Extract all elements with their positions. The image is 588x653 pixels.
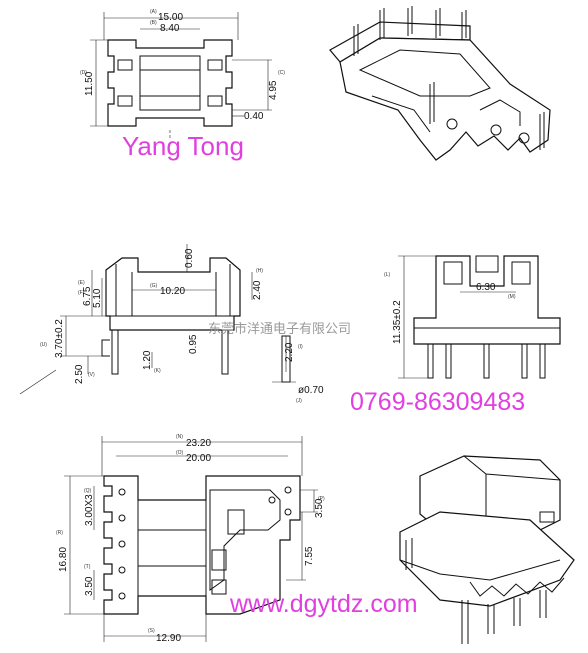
brand-name: Yang Tong	[122, 131, 244, 161]
side-pin-dia: ø0.70	[298, 385, 324, 396]
bottom-label-n: (N)	[176, 434, 183, 440]
top-slot: 0.40	[244, 111, 264, 122]
side-pin-len: 1.20	[142, 350, 153, 370]
top-label-d: (D)	[80, 70, 87, 76]
brand-website: www.dgytdz.com	[230, 590, 418, 618]
side-view: 0.60 (G) 10.20 (E) (F) 6.75 5.10 (H) 2.4…	[19, 244, 324, 404]
side-inner-width: 10.20	[160, 286, 185, 297]
end-label-m: (M)	[508, 294, 516, 300]
bottom-label-o: (O)	[176, 450, 184, 456]
bottom-width: 12.90	[156, 633, 181, 644]
side-pin-off: 0.95	[188, 334, 199, 354]
side-label-e: (E)	[78, 280, 85, 286]
side-label-g: (G)	[150, 283, 158, 289]
top-view: (A) 15.00 (B) 8.40 (D) 11.50 (C) 4.95 0.…	[80, 9, 285, 140]
bottom-height: 16.80	[58, 547, 69, 572]
side-top-gap: 0.60	[184, 248, 195, 268]
bottom-label-p: (P)	[318, 496, 325, 502]
top-label-b: (B)	[150, 20, 157, 26]
side-right-h: 2.40	[252, 280, 263, 300]
bottom-right-pitch: 3.50	[314, 498, 325, 518]
top-label-a: (A)	[150, 9, 157, 15]
side-height-e: 6.75	[82, 286, 93, 306]
top-width-outer: 15.00	[158, 12, 183, 23]
bottom-label-r: (R)	[56, 530, 63, 536]
bottom-pitch: 3.00X3	[84, 494, 95, 526]
bottom-label-s: (S)	[148, 628, 155, 634]
end-height: 11.35±0.2	[392, 300, 403, 344]
top-pin-gap: 4.95	[268, 80, 279, 100]
bottom-inner: 20.00	[186, 453, 211, 464]
top-width-inner: 8.40	[160, 23, 180, 34]
bottom-pin-space: 3.50	[84, 576, 95, 596]
bottom-overall: 23.20	[186, 438, 211, 449]
side-label-v: (V)	[88, 372, 95, 378]
side-label-k: (K)	[154, 368, 161, 374]
iso-view-top	[329, 6, 551, 161]
side-foot: 2.50	[74, 364, 85, 384]
top-label-c: (C)	[278, 70, 285, 76]
side-label-f: (F)	[78, 290, 85, 296]
iso-view-bottom	[399, 455, 575, 644]
side-label-h: (H)	[256, 268, 263, 274]
bottom-label-t: (T)	[84, 564, 91, 570]
side-label-u: (U)	[40, 342, 47, 348]
side-label-i: (I)	[298, 344, 303, 350]
bottom-view: (N) 23.20 (O) 20.00 (Q) 3.00X3 (R) 16	[56, 434, 325, 644]
end-label-l: (L)	[384, 272, 390, 278]
end-width: 6.30	[476, 282, 496, 293]
brand-phone: 0769-86309483	[350, 388, 526, 416]
side-base-h: 3.70±0.2	[54, 319, 65, 358]
company-watermark: 东莞市洋通电子有限公司	[208, 321, 352, 336]
end-view: (L) 11.35±0.2 6.30 (M)	[384, 255, 561, 379]
bottom-right-h: 7.55	[304, 546, 315, 566]
bottom-label-q: (Q)	[84, 488, 92, 494]
top-height: 11.50	[84, 71, 95, 96]
side-label-j: (J)	[296, 398, 302, 404]
side-height-f: 5.10	[92, 288, 103, 308]
